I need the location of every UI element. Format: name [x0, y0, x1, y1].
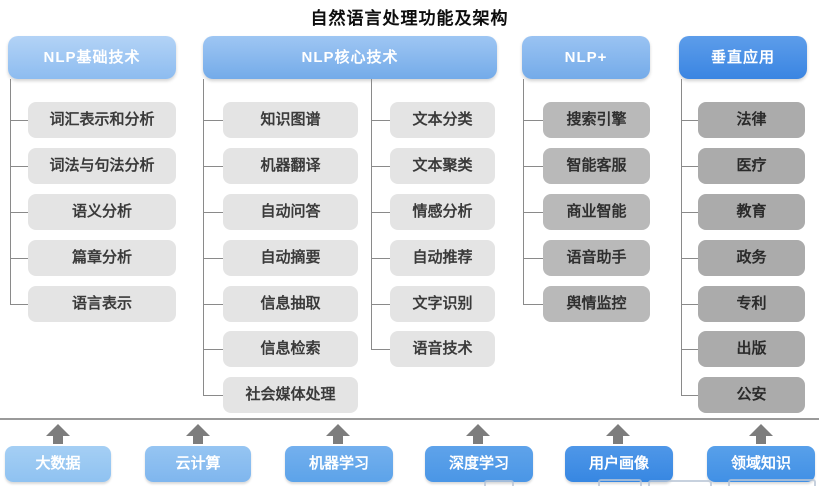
tree-node: 信息抽取	[223, 286, 358, 322]
tree-node: 篇章分析	[28, 240, 176, 276]
connector-line	[681, 166, 698, 167]
connector-line	[371, 258, 390, 259]
connector-line	[681, 120, 698, 121]
connector-line	[203, 395, 223, 396]
connector-line	[203, 304, 223, 305]
connector-line	[523, 120, 543, 121]
connector-line	[203, 212, 223, 213]
up-arrow-icon	[606, 424, 630, 444]
tree-node: 知识图谱	[223, 102, 358, 138]
up-arrow-icon	[46, 424, 70, 444]
foundation-box: 用户画像	[565, 446, 673, 482]
tree-node: 法律	[698, 102, 805, 138]
connector-line	[10, 258, 28, 259]
connector-line	[681, 212, 698, 213]
foundation-box: 云计算	[145, 446, 251, 482]
tree-node: 公安	[698, 377, 805, 413]
connector-line	[203, 258, 223, 259]
foundation-box: 深度学习	[425, 446, 533, 482]
tree-node: 社会媒体处理	[223, 377, 358, 413]
tree-node: 政务	[698, 240, 805, 276]
tree-node: 自动推荐	[390, 240, 495, 276]
connector-line	[203, 120, 223, 121]
tree-node: 情感分析	[390, 194, 495, 230]
tree-node: 文本聚类	[390, 148, 495, 184]
tree-node: 自动摘要	[223, 240, 358, 276]
watermark-fragment	[648, 480, 712, 486]
tree-node: 教育	[698, 194, 805, 230]
tree-node: 商业智能	[543, 194, 650, 230]
up-arrow-icon	[466, 424, 490, 444]
connector-line	[371, 212, 390, 213]
tree-node: 语义分析	[28, 194, 176, 230]
column-header-nlp-basic: NLP基础技术	[8, 36, 176, 79]
page-title: 自然语言处理功能及架构	[310, 9, 509, 28]
tree-node: 自动问答	[223, 194, 358, 230]
tree-node: 出版	[698, 331, 805, 367]
tree-node: 语言表示	[28, 286, 176, 322]
tree-node: 语音技术	[390, 331, 495, 367]
tree-node: 词汇表示和分析	[28, 102, 176, 138]
tree-node: 文字识别	[390, 286, 495, 322]
connector-line	[681, 258, 698, 259]
connector-line	[681, 349, 698, 350]
tree-node: 词法与句法分析	[28, 148, 176, 184]
foundation-box: 大数据	[5, 446, 111, 482]
tree-node: 智能客服	[543, 148, 650, 184]
connector-line	[681, 395, 698, 396]
foundation-box: 领域知识	[707, 446, 815, 482]
tree-node: 机器翻译	[223, 148, 358, 184]
foundation-box: 机器学习	[285, 446, 393, 482]
connector-line	[10, 120, 28, 121]
connector-line	[10, 79, 11, 304]
connector-line	[681, 79, 682, 395]
connector-line	[523, 79, 524, 304]
column-header-nlp-plus: NLP+	[522, 36, 650, 79]
up-arrow-icon	[326, 424, 350, 444]
watermark-fragment	[728, 479, 816, 486]
up-arrow-icon	[186, 424, 210, 444]
tree-node: 信息检索	[223, 331, 358, 367]
connector-line	[10, 212, 28, 213]
tree-node: 语音助手	[543, 240, 650, 276]
connector-line	[371, 349, 390, 350]
connector-line	[523, 212, 543, 213]
watermark-fragment	[484, 480, 514, 486]
connector-line	[10, 304, 28, 305]
watermark-fragment	[598, 479, 642, 486]
connector-line	[371, 304, 390, 305]
tree-node: 搜索引擎	[543, 102, 650, 138]
tree-node: 文本分类	[390, 102, 495, 138]
connector-line	[203, 79, 204, 395]
tree-node: 医疗	[698, 148, 805, 184]
connector-line	[371, 120, 390, 121]
connector-line	[203, 166, 223, 167]
connector-line	[523, 258, 543, 259]
column-header-nlp-core: NLP核心技术	[203, 36, 497, 79]
connector-line	[10, 166, 28, 167]
column-header-vertical-apps: 垂直应用	[679, 36, 807, 79]
connector-line	[523, 166, 543, 167]
connector-line	[681, 304, 698, 305]
tree-node: 专利	[698, 286, 805, 322]
connector-line	[203, 349, 223, 350]
connector-line	[523, 304, 543, 305]
tree-node: 舆情监控	[543, 286, 650, 322]
connector-line	[371, 166, 390, 167]
up-arrow-icon	[749, 424, 773, 444]
separator-line	[0, 418, 819, 420]
connector-line	[371, 79, 372, 349]
